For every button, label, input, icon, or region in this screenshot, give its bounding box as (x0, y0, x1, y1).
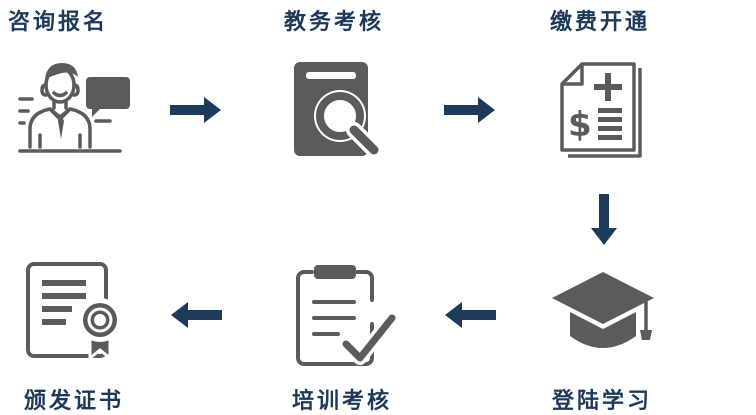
clipboard-check-icon (296, 265, 399, 366)
step-label-2: 教务考核 (284, 10, 385, 35)
arrow-right-1 (170, 97, 221, 123)
certificate-icon (26, 262, 122, 362)
step-label-6: 颁发证书 (24, 389, 125, 414)
arrow-right-2 (444, 97, 495, 123)
step-label-5: 培训考核 (292, 389, 393, 414)
step-label-1: 咨询报名 (8, 10, 109, 35)
step-label-4: 登陆学习 (552, 389, 653, 414)
step-label-3: 缴费开通 (550, 10, 651, 35)
graduation-cap-icon (552, 272, 654, 348)
arrow-left-2 (171, 302, 222, 328)
consultant-person-icon (18, 63, 130, 153)
arrow-down (591, 194, 617, 245)
svg-text:$: $ (568, 105, 592, 145)
document-magnifier-icon (294, 62, 382, 158)
arrow-left-1 (445, 302, 496, 328)
invoice-dollar-icon: $ (560, 62, 642, 158)
